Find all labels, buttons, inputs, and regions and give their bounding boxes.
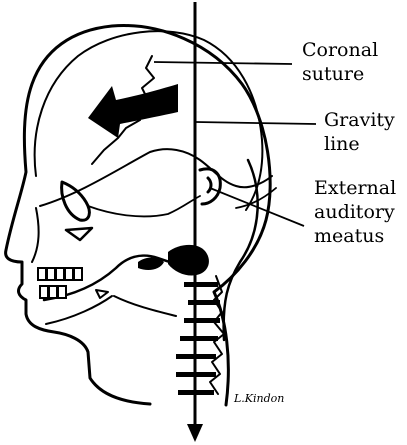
meatus-label-line3: meatus: [314, 225, 384, 247]
coronal-leader: [154, 62, 292, 64]
gravity-label-line2: line: [324, 133, 360, 155]
zygomatic-arch: [66, 228, 92, 240]
forward-rotation-arrow: [88, 84, 178, 138]
mandible-detail: [96, 290, 108, 298]
sphenoid-line: [88, 196, 200, 216]
axis-shadow: [138, 258, 164, 271]
gravity-arrowhead: [187, 424, 203, 442]
meatus-label-line2: auditory: [314, 201, 395, 223]
gravity-label-line1: Gravity: [324, 109, 395, 131]
head-outline: [6, 26, 271, 405]
teeth: [38, 268, 82, 298]
anterior-neck: [114, 296, 176, 316]
ear-canal: [208, 178, 211, 192]
meatus-label-line1: External: [314, 177, 396, 199]
coronal-label-line2: suture: [302, 63, 364, 85]
mandible-lower-edge: [46, 296, 112, 324]
coronal-label-line1: Coronal: [302, 39, 378, 61]
atlas-vertebra: [168, 245, 209, 276]
skull-base-line: [40, 149, 272, 206]
artist-signature: L.Kindon: [233, 392, 284, 405]
nasal-bone: [32, 208, 39, 262]
gravity-leader: [196, 122, 316, 124]
